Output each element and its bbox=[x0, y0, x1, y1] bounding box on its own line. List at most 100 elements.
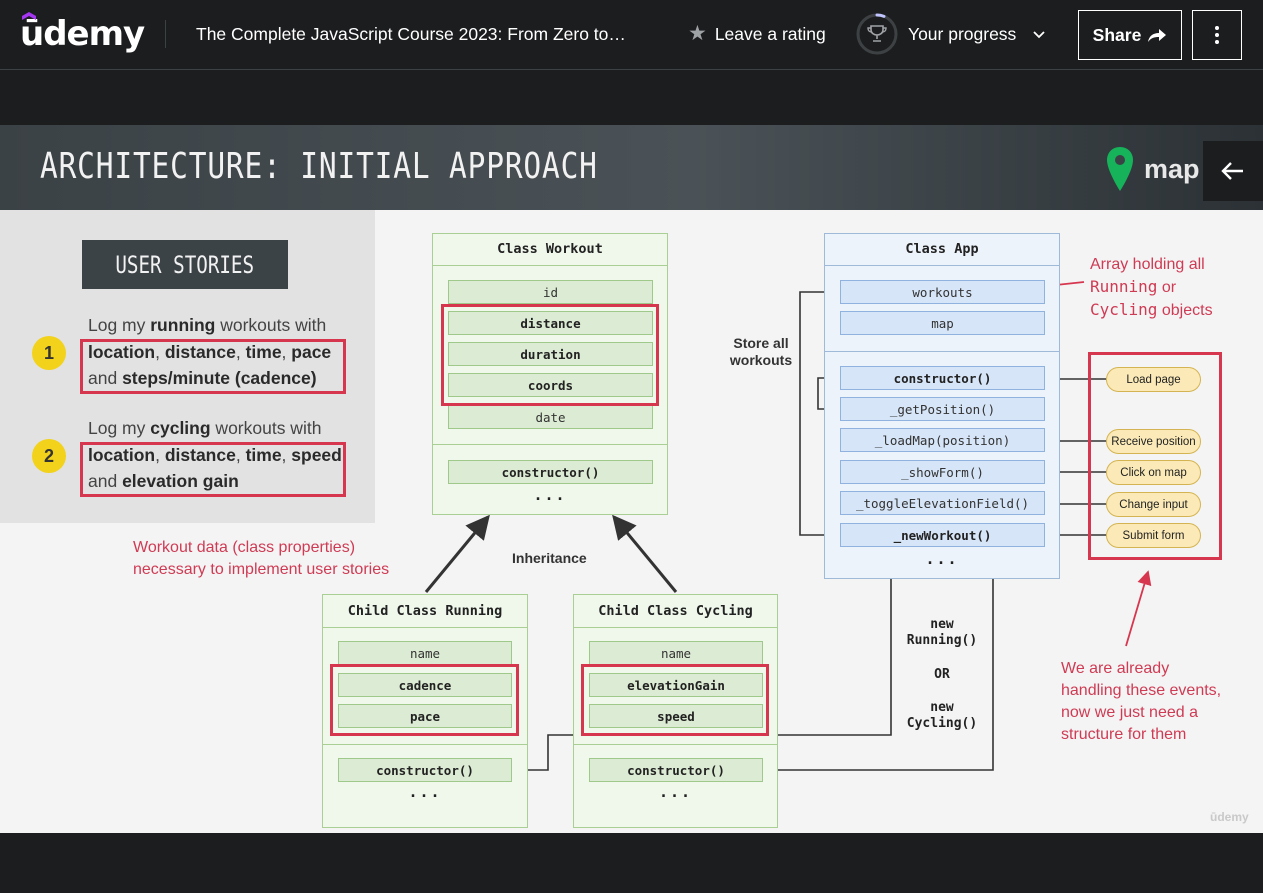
cycling-more-dots: ... bbox=[658, 783, 693, 801]
handling-events-note: We are already handling these events, no… bbox=[1061, 660, 1222, 743]
running-field-name: name bbox=[338, 641, 512, 665]
class-workout: Class Workout id distance duration coord… bbox=[432, 233, 668, 515]
inheritance-arrow-running bbox=[424, 514, 490, 593]
story-number-1: 1 bbox=[32, 336, 66, 370]
events-highlight bbox=[1088, 352, 1222, 560]
workout-field-id: id bbox=[448, 280, 653, 304]
mapty-logo: map bbox=[1106, 145, 1200, 193]
cycling-method-constructor: constructor() bbox=[589, 758, 763, 782]
workout-field-coords: coords bbox=[448, 373, 653, 397]
arrow-left-icon bbox=[1221, 162, 1243, 180]
class-app: Class App workouts map constructor() _ge… bbox=[824, 233, 1060, 579]
cycling-field-elevation-gain: elevationGain bbox=[589, 673, 763, 697]
map-pin-icon bbox=[1107, 147, 1133, 191]
cycling-field-speed: speed bbox=[589, 704, 763, 728]
class-cycling-divider-top bbox=[574, 627, 777, 628]
video-top-bar bbox=[0, 71, 1263, 125]
running-properties-highlight bbox=[330, 664, 519, 736]
story-number-2: 2 bbox=[32, 439, 66, 473]
class-running: Child Class Running name cadence pace co… bbox=[322, 594, 528, 828]
class-app-divider-top bbox=[825, 265, 1059, 266]
app-method-load-map: _loadMap(position) bbox=[840, 428, 1045, 452]
workout-method-constructor: constructor() bbox=[448, 460, 653, 484]
story-1-highlight bbox=[80, 339, 346, 394]
workout-more-dots: ... bbox=[533, 486, 567, 504]
class-running-divider-top bbox=[323, 627, 527, 628]
running-method-constructor: constructor() bbox=[338, 758, 512, 782]
new-running-note: new Running() bbox=[906, 617, 978, 648]
trophy-progress-icon bbox=[856, 13, 898, 55]
kebab-menu-icon bbox=[1215, 26, 1219, 44]
share-label: Share bbox=[1092, 24, 1142, 45]
workout-data-note: Workout data (class properties) necessar… bbox=[133, 539, 390, 578]
user-stories-badge: USER STORIES bbox=[82, 240, 288, 289]
running-more-dots: ... bbox=[408, 783, 442, 801]
class-app-divider-bottom bbox=[825, 351, 1059, 352]
story-1-text: Log my running workouts with location, d… bbox=[88, 315, 332, 388]
app-method-constructor: constructor() bbox=[840, 366, 1045, 390]
class-cycling: Child Class Cycling name elevationGain s… bbox=[573, 594, 778, 828]
store-all-workouts-note: Store all workouts bbox=[729, 335, 793, 368]
lecture-slide: ARCHITECTURE: INITIAL APPROACH map USER … bbox=[0, 125, 1263, 833]
app-method-show-form: _showForm() bbox=[840, 460, 1045, 484]
event-load-page: Load page bbox=[1106, 367, 1201, 392]
udemy-watermark: ūdemy bbox=[1210, 810, 1249, 824]
store-workouts-connector bbox=[799, 286, 840, 536]
class-cycling-title: Child Class Cycling bbox=[598, 603, 753, 619]
video-bottom-bar bbox=[0, 833, 1263, 893]
class-workout-title: Class Workout bbox=[497, 241, 603, 257]
progress-label: Your progress bbox=[908, 23, 1017, 44]
diagram-connectors bbox=[424, 281, 1152, 776]
cycling-field-name: name bbox=[589, 641, 763, 665]
class-app-title: Class App bbox=[905, 241, 979, 257]
workout-field-duration: duration bbox=[448, 342, 653, 366]
app-method-toggle-elevation-field: _toggleElevationField() bbox=[840, 491, 1045, 515]
app-more-dots: ... bbox=[925, 550, 959, 568]
rating-label: Leave a rating bbox=[714, 24, 826, 44]
share-arrow-icon bbox=[1148, 29, 1167, 42]
mapty-logo-text: map bbox=[1144, 153, 1200, 184]
course-title[interactable]: The Complete JavaScript Course 2023: Fro… bbox=[196, 24, 626, 44]
more-options-button[interactable] bbox=[1192, 10, 1242, 60]
events-note-arrow bbox=[1125, 570, 1152, 647]
udemy-logo[interactable]: ūdemy bbox=[20, 10, 145, 58]
new-cycling-connector bbox=[762, 547, 994, 776]
user-stories-panel: USER STORIES 1 Log my running workouts w… bbox=[0, 210, 375, 523]
class-cycling-divider-bottom bbox=[574, 744, 777, 745]
progress-button[interactable]: Your progress bbox=[856, 12, 1046, 56]
top-bar: ūdemy The Complete JavaScript Course 202… bbox=[0, 0, 1263, 70]
star-icon: ★ bbox=[688, 22, 707, 45]
or-label: OR bbox=[934, 667, 950, 682]
event-receive-position: Receive position bbox=[1106, 429, 1201, 454]
class-running-title: Child Class Running bbox=[347, 603, 503, 619]
workout-properties-highlight bbox=[441, 304, 659, 406]
class-workout-divider-bottom bbox=[433, 444, 667, 445]
user-stories-badge-text: USER STORIES bbox=[115, 250, 255, 279]
app-method-get-position: _getPosition() bbox=[840, 397, 1045, 421]
event-change-input: Change input bbox=[1106, 492, 1201, 517]
share-button[interactable]: Share bbox=[1078, 10, 1182, 60]
app-field-map: map bbox=[840, 311, 1045, 335]
logo-text: ūdemy bbox=[20, 14, 145, 54]
new-running-connector bbox=[510, 547, 892, 776]
inheritance-arrow-cycling bbox=[612, 514, 678, 593]
story-2-highlight bbox=[80, 442, 346, 497]
new-cycling-note: new Cycling() bbox=[906, 700, 978, 731]
app-method-new-workout: _newWorkout() bbox=[840, 523, 1045, 547]
cycling-properties-highlight bbox=[581, 664, 769, 736]
inheritance-label: Inheritance bbox=[512, 550, 587, 566]
running-field-cadence: cadence bbox=[338, 673, 512, 697]
slide-header: ARCHITECTURE: INITIAL APPROACH map bbox=[0, 125, 1263, 210]
event-submit-form: Submit form bbox=[1106, 523, 1201, 548]
header-divider bbox=[165, 20, 166, 48]
udemy-hat-icon bbox=[22, 12, 36, 20]
class-running-divider-bottom bbox=[323, 744, 527, 745]
story-2-text: Log my cycling workouts with location, d… bbox=[88, 418, 342, 491]
architecture-diagram: Class Workout id distance duration coord… bbox=[0, 210, 1263, 833]
app-field-workouts: workouts bbox=[840, 280, 1045, 304]
back-navigation-button[interactable] bbox=[1203, 141, 1263, 201]
workout-field-distance: distance bbox=[448, 311, 653, 335]
slide-title: ARCHITECTURE: INITIAL APPROACH bbox=[40, 146, 598, 187]
workout-field-date: date bbox=[448, 405, 653, 429]
leave-rating-button[interactable]: ★ Leave a rating bbox=[688, 22, 826, 46]
